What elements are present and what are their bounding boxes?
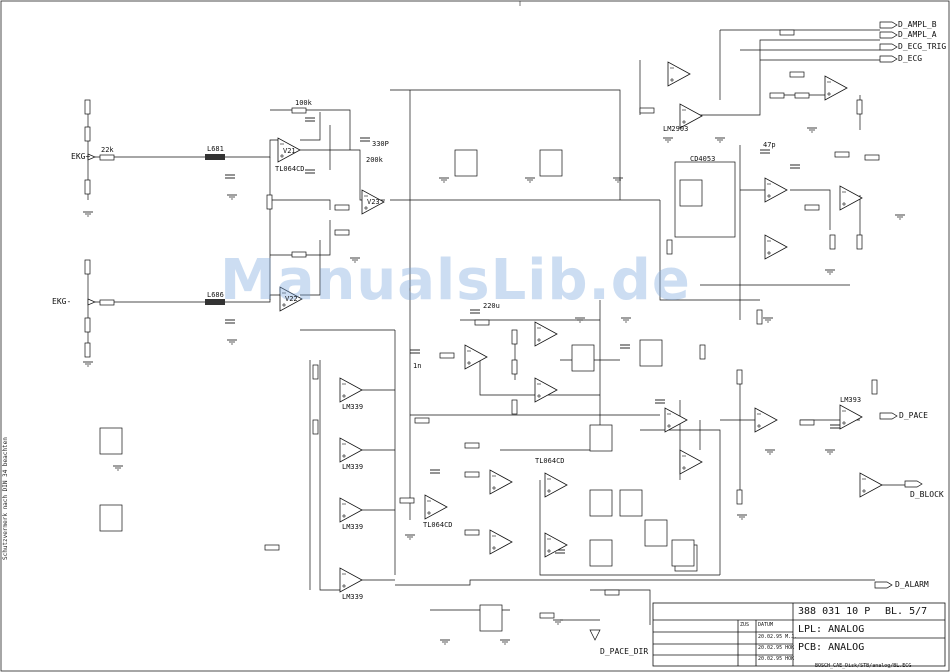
- input-ekg-pos: EKG+: [71, 152, 91, 161]
- output-pace: D_PACE: [899, 411, 928, 420]
- resistor-label-200k: 200k: [366, 156, 383, 164]
- capacitor-label-330p: 330P: [372, 140, 389, 148]
- title-line-1: LPL: ANALOG: [798, 624, 865, 635]
- comparator-label-3: LM339: [342, 523, 364, 531]
- watermark: ManualsLib.de: [220, 248, 691, 313]
- opamp-label-v21: V21: [283, 147, 296, 155]
- output-block: D_BLOCK: [910, 490, 944, 499]
- opamp-label-v22: V22: [285, 295, 298, 303]
- opamp-label-v23: V23: [367, 198, 380, 206]
- opamp-label-tl064-b: TL064CD: [423, 521, 453, 529]
- resistor-label-100k: 100k: [295, 99, 312, 107]
- input-ekg-neg: EKG-: [52, 297, 72, 306]
- title-line-2: PCB: ANALOG: [798, 642, 865, 653]
- side-note: Schutzvermerk nach DIN 34 beachten: [2, 437, 9, 560]
- title-sheet: BL. 5/7: [885, 606, 928, 617]
- output-ampl-a: D_AMPL_A: [898, 30, 937, 39]
- output-ampl-b: D_AMPL_B: [898, 20, 937, 29]
- comparator-label-lm2903: LM2903: [663, 125, 689, 133]
- title-date-2: 20.02.95 HOK: [758, 645, 795, 651]
- output-ecg-trig: D_ECG_TRIG: [898, 42, 947, 51]
- mux-label-cd4053: CD4053: [690, 155, 716, 163]
- opamp-label-tl064-c: TL064CD: [535, 457, 565, 465]
- resistor-label-22k: 22k: [101, 146, 114, 154]
- capacitor-label-220u: 220u: [483, 302, 500, 310]
- comparator-label-2: LM339: [342, 463, 364, 471]
- output-pace-dir: D_PACE_DIR: [600, 647, 649, 656]
- opamp-label-tl064-a: TL064CD: [275, 165, 305, 173]
- inductor-label-top: L681: [207, 145, 224, 153]
- title-zus: ZUS: [740, 622, 750, 628]
- title-date-1: 20.02.95 M.J.: [758, 634, 798, 640]
- capacitor-label-47p: 47p: [763, 141, 776, 149]
- comparator-label-1: LM339: [342, 403, 364, 411]
- title-date-3: 20.02.95 HOK: [758, 656, 795, 662]
- capacitor-label-1n: 1n: [413, 362, 422, 370]
- output-alarm: D_ALARM: [895, 580, 929, 589]
- title-file-path: BOSCH_CAE_Disk/STB/analog/BL.ECG: [815, 663, 912, 669]
- title-datum: DATUM: [758, 622, 774, 628]
- comparator-label-lm393: LM393: [840, 396, 862, 404]
- title-doc-number: 388 031 10 P: [798, 606, 871, 617]
- output-ecg: D_ECG: [898, 54, 923, 63]
- comparator-label-4: LM339: [342, 593, 364, 601]
- inductor-label-bottom: L686: [207, 291, 224, 299]
